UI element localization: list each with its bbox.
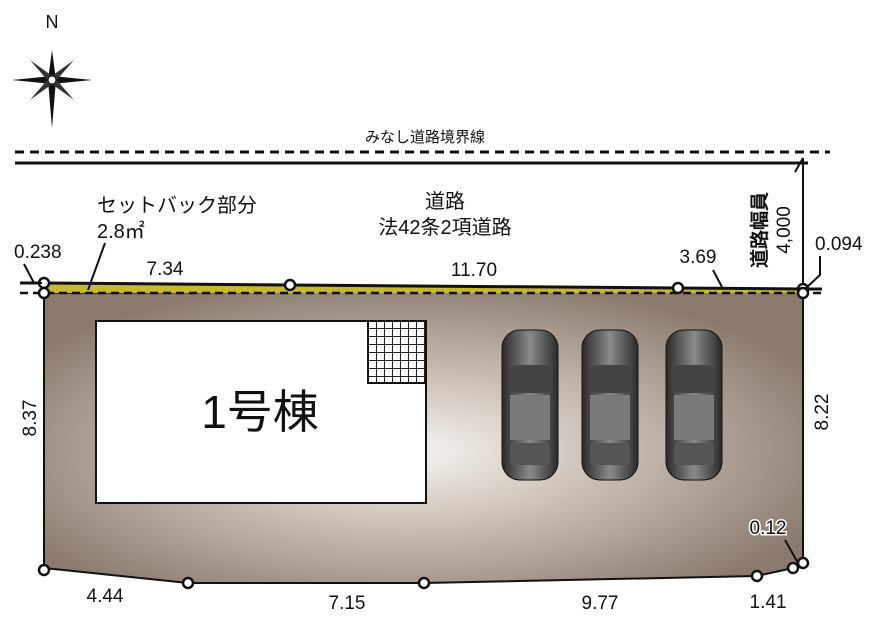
dim-bottom-1: 4.44 — [87, 586, 124, 607]
north-label: N — [46, 12, 59, 32]
compass-rose-icon — [12, 50, 92, 128]
dim-top-left-offset: 0.238 — [14, 242, 62, 263]
building-label: 1号棟 — [201, 386, 319, 438]
leader-line — [784, 539, 799, 564]
road-width-value: 4,000 — [774, 206, 795, 254]
leader-line — [23, 263, 42, 284]
road-width-label: 道路幅員 — [748, 192, 771, 268]
dim-bottom-4: 1.41 — [750, 592, 787, 613]
road-title: 道路 — [425, 190, 465, 213]
car-icon — [581, 329, 639, 481]
leader-line — [712, 269, 723, 288]
dim-left: 8.37 — [20, 400, 41, 437]
setback-area-value: 2.8㎡ — [97, 219, 145, 243]
dim-top-3: 3.69 — [680, 247, 717, 268]
deemed-road-boundary-label: みなし道路境界線 — [365, 128, 485, 146]
dim-right: 8.22 — [812, 394, 833, 431]
road-type: 法42条2項道路 — [378, 216, 511, 239]
leader-line — [87, 242, 106, 291]
dim-top-1: 7.34 — [147, 259, 184, 280]
dim-corner: 0.12 — [750, 518, 787, 539]
survey-points — [37, 276, 810, 590]
dim-top-2: 11.70 — [451, 260, 497, 281]
setback-label: セットバック部分 — [97, 194, 257, 217]
car-icon — [665, 329, 723, 481]
car-icon — [501, 329, 559, 481]
balcony-grid — [367, 320, 427, 384]
dim-bottom-2: 7.15 — [329, 593, 366, 614]
arrow-icon — [794, 157, 804, 173]
leader-line — [805, 256, 821, 289]
dim-top-right-offset: 0.094 — [815, 234, 863, 255]
dim-bottom-3: 9.77 — [582, 593, 619, 614]
